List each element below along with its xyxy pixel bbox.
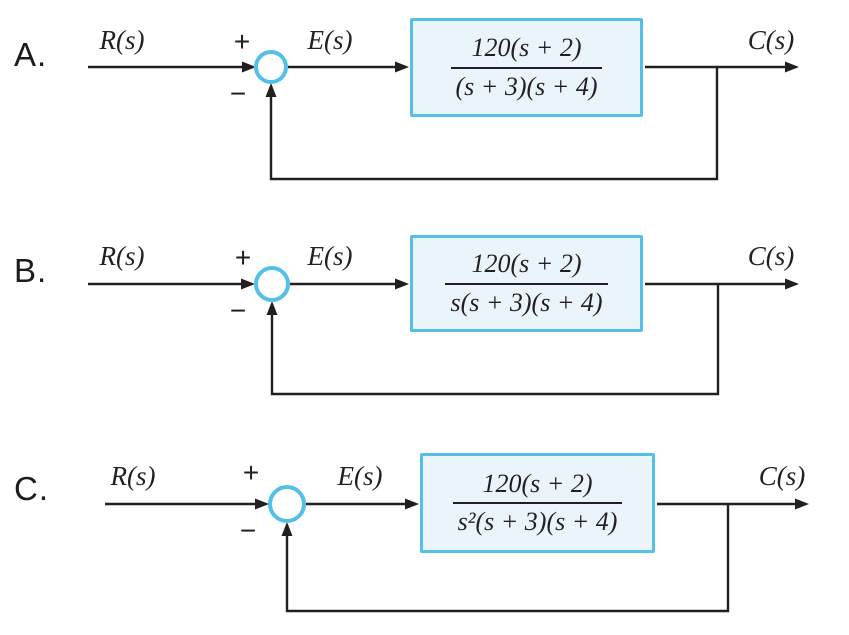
denominator: s²(s + 3)(s + 4)	[457, 507, 618, 536]
fraction-bar	[445, 282, 608, 285]
input-signal-label: R(s)	[110, 461, 156, 491]
plus-sign: +	[233, 26, 251, 57]
transfer-function: 120(s + 2) s(s + 3)(s + 4)	[445, 248, 608, 319]
numerator: 120(s + 2)	[482, 468, 593, 498]
output-signal-label: C(s)	[747, 25, 795, 55]
denominator: (s + 3)(s + 4)	[455, 71, 598, 101]
error-signal-label: E(s)	[307, 241, 353, 271]
summing-junction	[254, 266, 290, 302]
input-signal-label: R(s)	[99, 25, 145, 55]
diagram-c-wiring	[105, 485, 809, 613]
plus-sign: +	[234, 242, 252, 273]
feedback-path	[265, 67, 719, 181]
input-signal-label: R(s)	[99, 241, 145, 271]
transfer-function: 120(s + 2) s²(s + 3)(s + 4)	[452, 468, 623, 539]
transfer-function-block: 120(s + 2) s²(s + 3)(s + 4)	[420, 453, 655, 553]
diagram-b-wiring	[88, 266, 799, 396]
transfer-function: 120(s + 2) (s + 3)(s + 4)	[450, 32, 603, 103]
minus-sign: −	[229, 295, 247, 326]
numerator: 120(s + 2)	[471, 249, 582, 278]
denominator: s(s + 3)(s + 4)	[450, 287, 603, 317]
diagram-a-wiring	[88, 50, 799, 181]
diagram-b-label: B.	[14, 252, 48, 289]
numerator: 120(s + 2)	[471, 33, 582, 62]
transfer-function-block: 120(s + 2) s(s + 3)(s + 4)	[410, 235, 643, 332]
summing-junction	[268, 485, 306, 523]
diagram-c-label: C.	[14, 470, 49, 507]
minus-sign: −	[229, 78, 247, 109]
error-signal-label: E(s)	[307, 25, 353, 55]
error-signal-label: E(s)	[337, 461, 383, 491]
summing-junction	[254, 50, 288, 84]
feedback-path	[266, 284, 720, 396]
output-signal-label: C(s)	[747, 241, 795, 271]
fraction-bar	[452, 502, 623, 504]
plus-sign: +	[242, 457, 260, 488]
diagram-a-label: A.	[14, 36, 48, 73]
fraction-bar	[450, 66, 603, 69]
transfer-function-block: 120(s + 2) (s + 3)(s + 4)	[410, 18, 643, 117]
feedback-path	[281, 504, 730, 613]
minus-sign: −	[239, 515, 257, 546]
output-signal-label: C(s)	[758, 461, 806, 491]
